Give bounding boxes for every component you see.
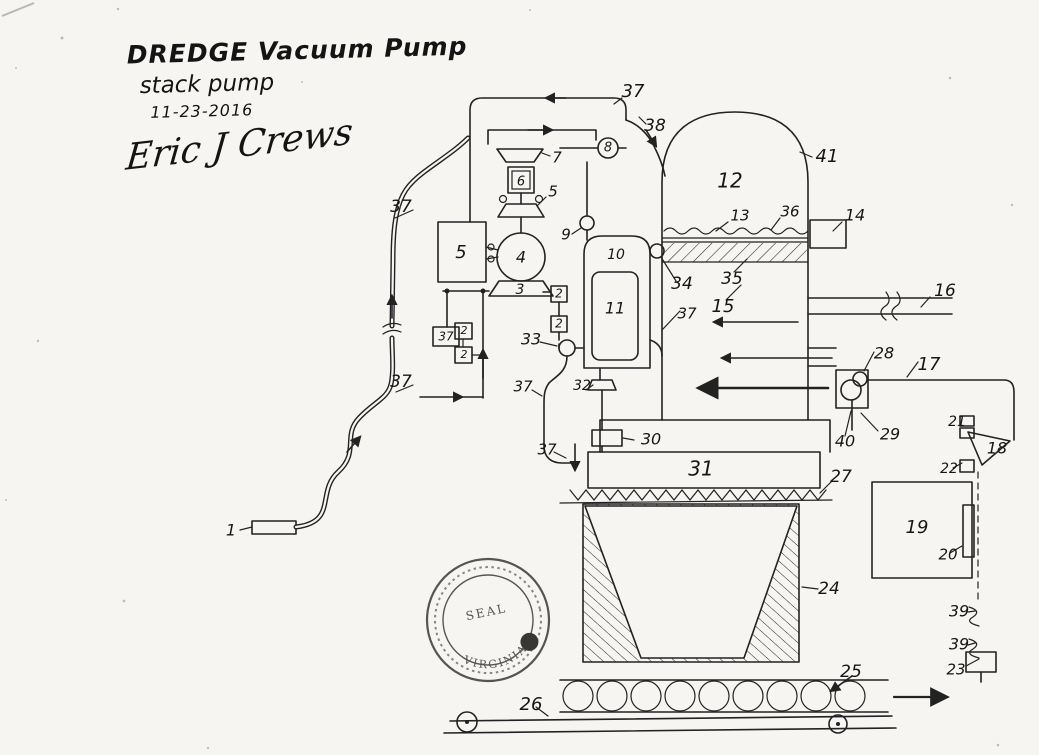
- part-label-4: 4: [516, 248, 526, 267]
- part-label-39: 39: [949, 635, 969, 654]
- part-label-25: 25: [840, 662, 862, 682]
- part-label-34: 34: [671, 274, 693, 294]
- right-discharge-assembly: [807, 347, 1015, 683]
- part-label-20: 20: [938, 546, 957, 564]
- part-label-6: 6: [517, 175, 525, 190]
- part-label-8: 8: [604, 141, 612, 156]
- seal-illegible-text-ring: [434, 566, 542, 674]
- leader-lines: [239, 97, 980, 717]
- part-label-28: 28: [874, 344, 894, 363]
- part-label-17: 17: [918, 354, 941, 375]
- part-label-37: 37: [390, 197, 412, 217]
- part-label-2: 2: [461, 324, 468, 337]
- part-label-2: 2: [555, 317, 563, 331]
- part-label-26: 26: [520, 694, 543, 715]
- part-label-32: 32: [573, 378, 591, 394]
- part-label-30: 30: [641, 430, 661, 449]
- part-label-2: 2: [555, 287, 563, 301]
- part-label-29: 29: [880, 425, 900, 444]
- part-label-5: 5: [455, 242, 466, 263]
- part-label-19: 19: [906, 517, 929, 538]
- part-label-41: 41: [816, 146, 839, 167]
- seal-center-text: SEAL: [465, 601, 509, 623]
- part-label-37: 37: [438, 330, 454, 344]
- part-label-27: 27: [830, 467, 852, 487]
- part-label-33: 33: [521, 330, 541, 349]
- part-label-37: 37: [622, 81, 645, 102]
- part-label-9: 9: [561, 226, 571, 244]
- part-label-7: 7: [552, 149, 562, 167]
- part-label-40: 40: [835, 432, 855, 451]
- part-label-21: 21: [948, 414, 966, 430]
- part-label-22: 22: [940, 461, 958, 477]
- main-tank: [587, 111, 953, 489]
- suction-hose: [251, 135, 471, 535]
- notary-seal: VIRGINIA SEAL: [425, 557, 551, 683]
- part-label-23: 23: [946, 661, 965, 679]
- part-label-31: 31: [688, 457, 713, 481]
- part-label-36: 36: [780, 203, 799, 221]
- flow-arrows: [346, 92, 950, 707]
- part-label-39: 39: [949, 602, 969, 621]
- part-label-37: 37: [537, 441, 557, 459]
- part-label-24: 24: [818, 579, 840, 599]
- part-label-37: 37: [513, 378, 533, 396]
- seal-ink-blot: [520, 632, 539, 651]
- part-label-13: 13: [730, 207, 749, 225]
- part-label-1: 1: [226, 521, 236, 540]
- part-label-37: 37: [390, 372, 412, 392]
- part-label-18: 18: [987, 439, 1007, 458]
- part-label-2: 2: [461, 348, 468, 361]
- part-label-16: 16: [934, 281, 956, 301]
- part-label-5: 5: [548, 183, 558, 201]
- part-label-10: 10: [607, 247, 625, 263]
- part-label-11: 11: [605, 299, 625, 318]
- part-label-38: 38: [644, 116, 666, 136]
- part-label-14: 14: [845, 206, 865, 225]
- part-label-37: 37: [677, 305, 697, 323]
- part-label-15: 15: [712, 296, 735, 317]
- top-loop-piping: [469, 97, 666, 241]
- pump-assembly: [432, 221, 568, 399]
- hopper-and-conveyor: [443, 489, 897, 734]
- part-label-35: 35: [721, 269, 743, 289]
- scan-noise: [1, 2, 1014, 750]
- part-label-12: 12: [717, 169, 742, 193]
- part-label-3: 3: [516, 282, 525, 298]
